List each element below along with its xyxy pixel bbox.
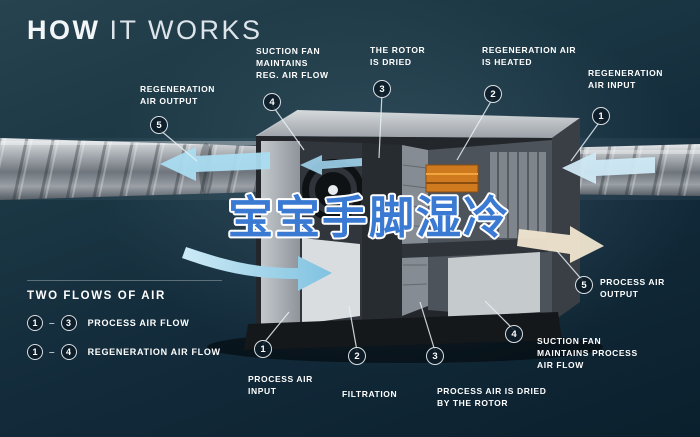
callout-badge-2-filtration: 2 <box>348 347 366 365</box>
airflow-arrows <box>160 147 655 291</box>
callout-label-filtration: FILTRATION <box>342 389 398 399</box>
machine-unit <box>207 109 603 363</box>
callout-badge-2-reg-heated: 2 <box>484 85 502 103</box>
legend-dash: – <box>49 346 55 358</box>
callout-badge-3-process-dried: 3 <box>426 347 444 365</box>
callout-label-process-air-output: PROCESS AIR OUTPUT <box>600 277 665 299</box>
legend-badge-from: 1 <box>27 344 43 360</box>
callout-label-process-air-input: PROCESS AIR INPUT <box>248 374 313 396</box>
callout-label-suction-fan-process: SUCTION FAN MAINTAINS PROCESS AIR FLOW <box>537 336 638 370</box>
callout-badge-1-process-input: 1 <box>254 340 272 358</box>
legend-row-process-air: 1 – 3 PROCESS AIR FLOW <box>27 315 222 331</box>
leader-lines <box>159 92 602 352</box>
reg-output-arrow <box>160 147 270 181</box>
legend-row-regeneration-air: 1 – 4 REGENERATION AIR FLOW <box>27 344 222 360</box>
callout-label-reg-air-heated: REGENERATION AIR IS HEATED <box>482 45 577 67</box>
callout-badge-1-reg-input: 1 <box>592 107 610 125</box>
callout-label-reg-air-input: REGENERATION AIR INPUT <box>588 68 664 90</box>
callout-badge-3-rotor-dried: 3 <box>373 80 391 98</box>
machine-base <box>244 312 562 350</box>
callout-label-regeneration-air-output: REGENERATION AIR OUTPUT <box>140 84 216 106</box>
internal-reg-arrow <box>300 155 362 175</box>
legend-divider <box>27 280 222 281</box>
callout-label-rotor-dried: THE ROTOR IS DRIED <box>370 45 426 67</box>
legend-dash: – <box>49 317 55 329</box>
legend-label-process-air-flow: PROCESS AIR FLOW <box>87 318 190 328</box>
reg-input-arrow <box>562 152 655 184</box>
callout-badge-4-suction-fan-reg: 4 <box>263 93 281 111</box>
callout-badge-5-process-output: 5 <box>575 276 593 294</box>
callout-badge-4-suction-fan-process: 4 <box>505 325 523 343</box>
filter-grid <box>490 152 546 238</box>
process-output-arrow <box>517 226 604 263</box>
title-word-it-works: IT WORKS <box>109 15 263 45</box>
watermark-text: 宝宝手脚湿冷 <box>228 191 510 244</box>
heater <box>425 164 479 193</box>
legend-badge-to: 3 <box>60 315 77 331</box>
legend-label-regeneration-air-flow: REGENERATION AIR FLOW <box>87 347 221 357</box>
page-title: HOW IT WORKS <box>27 15 263 46</box>
callout-badge-5-reg-output: 5 <box>150 116 168 134</box>
title-word-how: HOW <box>27 15 101 45</box>
callout-label-suction-fan-reg: SUCTION FAN MAINTAINS REG. AIR FLOW <box>256 46 329 80</box>
process-intake-arrow <box>182 247 332 291</box>
legend-badge-to: 4 <box>60 344 77 360</box>
legend: TWO FLOWS OF AIR 1 – 3 PROCESS AIR FLOW … <box>27 280 222 360</box>
callout-label-process-air-dried: PROCESS AIR IS DRIED BY THE ROTOR <box>437 386 547 408</box>
legend-heading: TWO FLOWS OF AIR <box>27 290 166 302</box>
legend-badge-from: 1 <box>27 315 43 331</box>
